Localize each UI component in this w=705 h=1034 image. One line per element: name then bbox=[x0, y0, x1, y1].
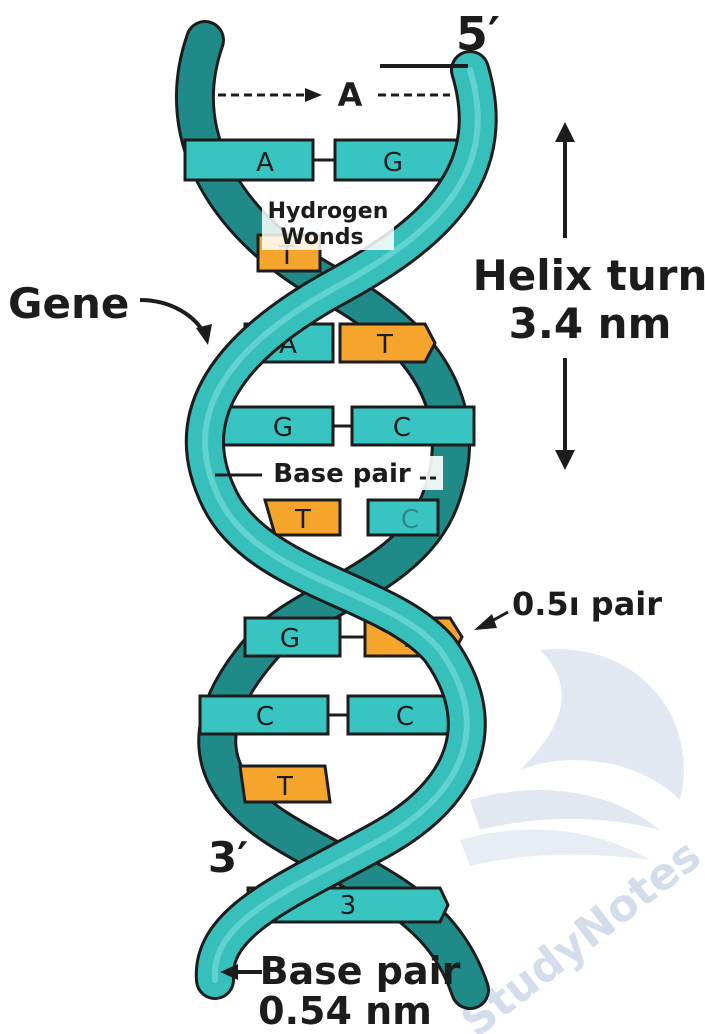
base-r8-left: T bbox=[276, 772, 293, 802]
base-r5-left: T bbox=[294, 505, 311, 535]
base-r5-right: C bbox=[401, 505, 419, 535]
base-r7-right: C bbox=[396, 702, 414, 732]
top-a-label: A bbox=[338, 76, 363, 114]
base-r9-center: 3 bbox=[340, 891, 357, 921]
rung-4: G C bbox=[200, 407, 474, 445]
rung-1: A G bbox=[185, 140, 465, 180]
pair-051-label: 0.5ı pair bbox=[512, 585, 662, 623]
rung-5: T C bbox=[265, 500, 438, 535]
rung-7: C C bbox=[200, 696, 463, 734]
five-prime-label: 5′ bbox=[456, 7, 500, 61]
base-r7-left: C bbox=[256, 702, 274, 732]
base-pair-bottom-value: 0.54 nm bbox=[258, 989, 432, 1033]
base-r1-left: A bbox=[256, 148, 274, 178]
base-r4-right: C bbox=[393, 413, 411, 443]
gene-arrow bbox=[140, 300, 205, 335]
watermark-logo bbox=[460, 649, 684, 866]
bonds-label: Wonds bbox=[280, 225, 363, 250]
gene-label: Gene bbox=[8, 279, 129, 328]
hydrogen-label: Hydrogen bbox=[268, 199, 389, 224]
helix-turn-label: Helix turn bbox=[473, 251, 705, 300]
helix-arrow-down-head bbox=[555, 450, 575, 470]
base-pair-bottom-label: Base pair bbox=[260, 949, 461, 993]
rung-8: T bbox=[240, 766, 330, 802]
base-r1-right: G bbox=[383, 148, 403, 178]
base-pair-mid-label: Base pair bbox=[273, 459, 411, 489]
base-r4-left: G bbox=[273, 413, 293, 443]
top-arrowhead bbox=[305, 88, 322, 102]
pair-051-arrowhead bbox=[474, 614, 497, 630]
helix-arrow-up-head bbox=[555, 122, 575, 142]
helix-turn-value: 3.4 nm bbox=[509, 299, 672, 348]
base-r6-left: G bbox=[280, 624, 300, 654]
three-prime-label: 3′ bbox=[208, 833, 248, 882]
base-r3-right: T bbox=[376, 330, 393, 360]
